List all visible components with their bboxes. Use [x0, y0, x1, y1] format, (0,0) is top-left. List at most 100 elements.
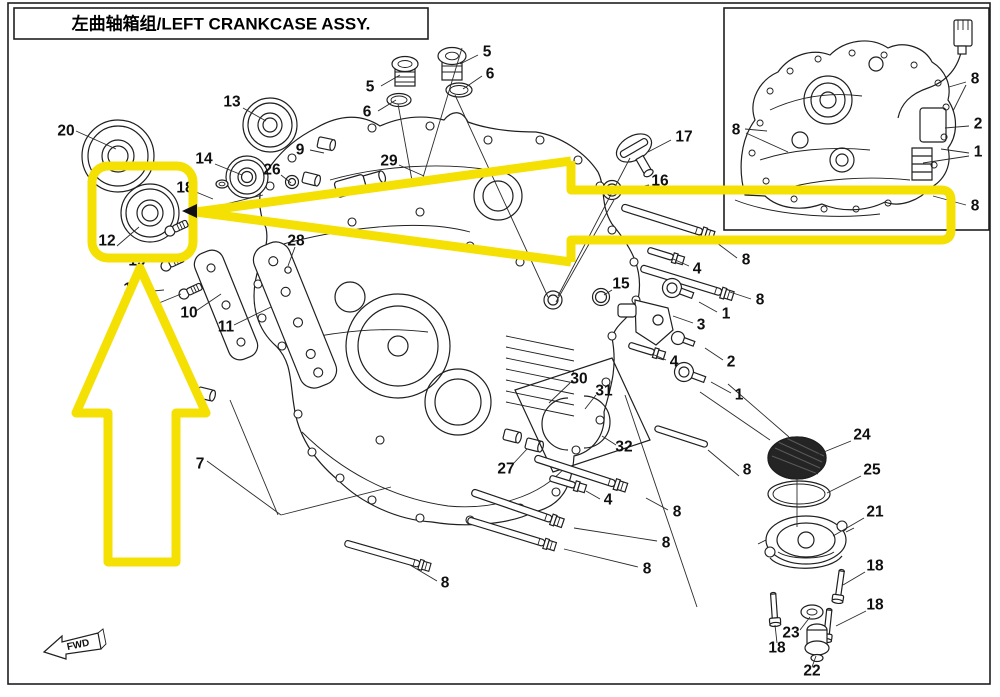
callout-6: 6: [486, 66, 495, 83]
strainer-screen-24: [767, 436, 827, 480]
leader-line: [420, 47, 463, 185]
callout-8: 8: [662, 535, 671, 552]
leader-line: [563, 548, 639, 568]
inset-cable: [897, 47, 963, 119]
leader-line: [672, 258, 690, 267]
callout-18: 18: [866, 597, 884, 614]
bolt-shaft-8: [654, 425, 709, 448]
leader-line: [584, 394, 597, 410]
callout-31: 31: [595, 383, 613, 400]
leader-line: [195, 293, 222, 312]
callout-25: 25: [863, 462, 881, 479]
callout-10: 10: [180, 305, 197, 322]
leader-line: [557, 157, 631, 297]
leader-line: [512, 448, 528, 465]
leader-line: [409, 564, 438, 582]
bushing-27a: [502, 428, 524, 445]
leader-line: [835, 610, 867, 627]
leader-line: [454, 94, 549, 298]
callout-1: 1: [722, 306, 731, 323]
pointer-arrowhead-icon: [182, 204, 197, 218]
highlight-wedge-bottom: [195, 207, 572, 267]
leader-line: [242, 107, 267, 122]
bearing-14: [225, 155, 269, 199]
bolt-4a: [645, 244, 686, 267]
leader-line: [158, 293, 182, 304]
callout-8: 8: [743, 462, 752, 479]
plug-5-left: [391, 55, 419, 87]
bolt-18a: [831, 568, 848, 605]
callout-21: 21: [866, 504, 884, 521]
callout-8: 8: [441, 575, 450, 592]
callout-26: 26: [263, 162, 281, 179]
leader-line: [555, 199, 615, 303]
leader-line: [948, 81, 967, 88]
dipstick-17: [615, 133, 654, 178]
leader-line: [922, 155, 970, 164]
callout-17: 17: [675, 129, 692, 146]
leader-line: [647, 139, 672, 153]
callout-28: 28: [287, 233, 305, 250]
oil-strainer-assembly: [757, 436, 855, 663]
callout-29: 29: [380, 153, 398, 170]
callout-4: 4: [604, 492, 613, 509]
union-bolt-22: [804, 623, 830, 663]
leader-line: [548, 382, 571, 404]
callout-12: 12: [98, 233, 115, 250]
cooling-fins: [505, 335, 575, 417]
inset-connector: [953, 19, 973, 55]
callout-7: 7: [196, 456, 205, 473]
leader-line: [699, 391, 771, 441]
leader-line: [744, 128, 768, 132]
leader-line: [377, 99, 397, 112]
callout-14: 14: [195, 151, 213, 168]
callout-8: 8: [756, 292, 765, 309]
leader-line: [309, 149, 325, 154]
leader-line: [380, 74, 401, 87]
leader-line: [233, 306, 272, 326]
leader-line: [710, 381, 732, 394]
callout-5: 5: [366, 79, 375, 96]
callout-18: 18: [768, 640, 786, 657]
callout-4: 4: [670, 354, 679, 371]
leader-line: [826, 475, 862, 494]
title-block: 左曲轴箱组/LEFT CRANKCASE ASSY.: [13, 7, 429, 40]
leader-line: [116, 226, 140, 247]
callout-5: 5: [483, 44, 492, 61]
oil-nozzle-3: [617, 299, 674, 346]
leader-line: [842, 571, 866, 586]
gasket-plate-10: [193, 249, 259, 361]
callout-20: 20: [57, 123, 74, 140]
crankcase-outline: [253, 112, 641, 526]
callout-15: 15: [612, 276, 630, 293]
leader-line: [624, 394, 698, 608]
leader-line: [729, 291, 752, 300]
page-border: [7, 2, 991, 685]
oring-6-left: [386, 92, 412, 108]
leader-line: [745, 132, 789, 153]
leader-line: [206, 460, 282, 516]
inset-crankcase-outline: [740, 40, 957, 211]
bearing-13: [242, 97, 298, 153]
callout-4: 4: [693, 261, 702, 278]
oring-26: [284, 174, 300, 190]
leader-line: [195, 191, 214, 200]
fwd-label: FWD: [66, 638, 91, 653]
washer-23: [800, 604, 824, 620]
highlight-annotation: [71, 156, 956, 567]
leader-line: [603, 289, 613, 296]
leader-line: [397, 103, 414, 187]
page-title: 左曲轴箱组/LEFT CRANKCASE ASSY.: [72, 14, 371, 34]
callout-8: 8: [643, 561, 652, 578]
leader-line: [398, 164, 425, 177]
callout-8: 8: [673, 504, 682, 521]
leader-line: [952, 84, 967, 112]
leader-line: [229, 399, 279, 516]
bolt-8-top: [619, 201, 716, 242]
leader-line: [459, 54, 479, 65]
callout-8: 8: [732, 122, 741, 139]
gasket-plate-11: [252, 241, 338, 389]
callout-1: 1: [974, 144, 983, 161]
plug-5-right: [437, 46, 467, 81]
